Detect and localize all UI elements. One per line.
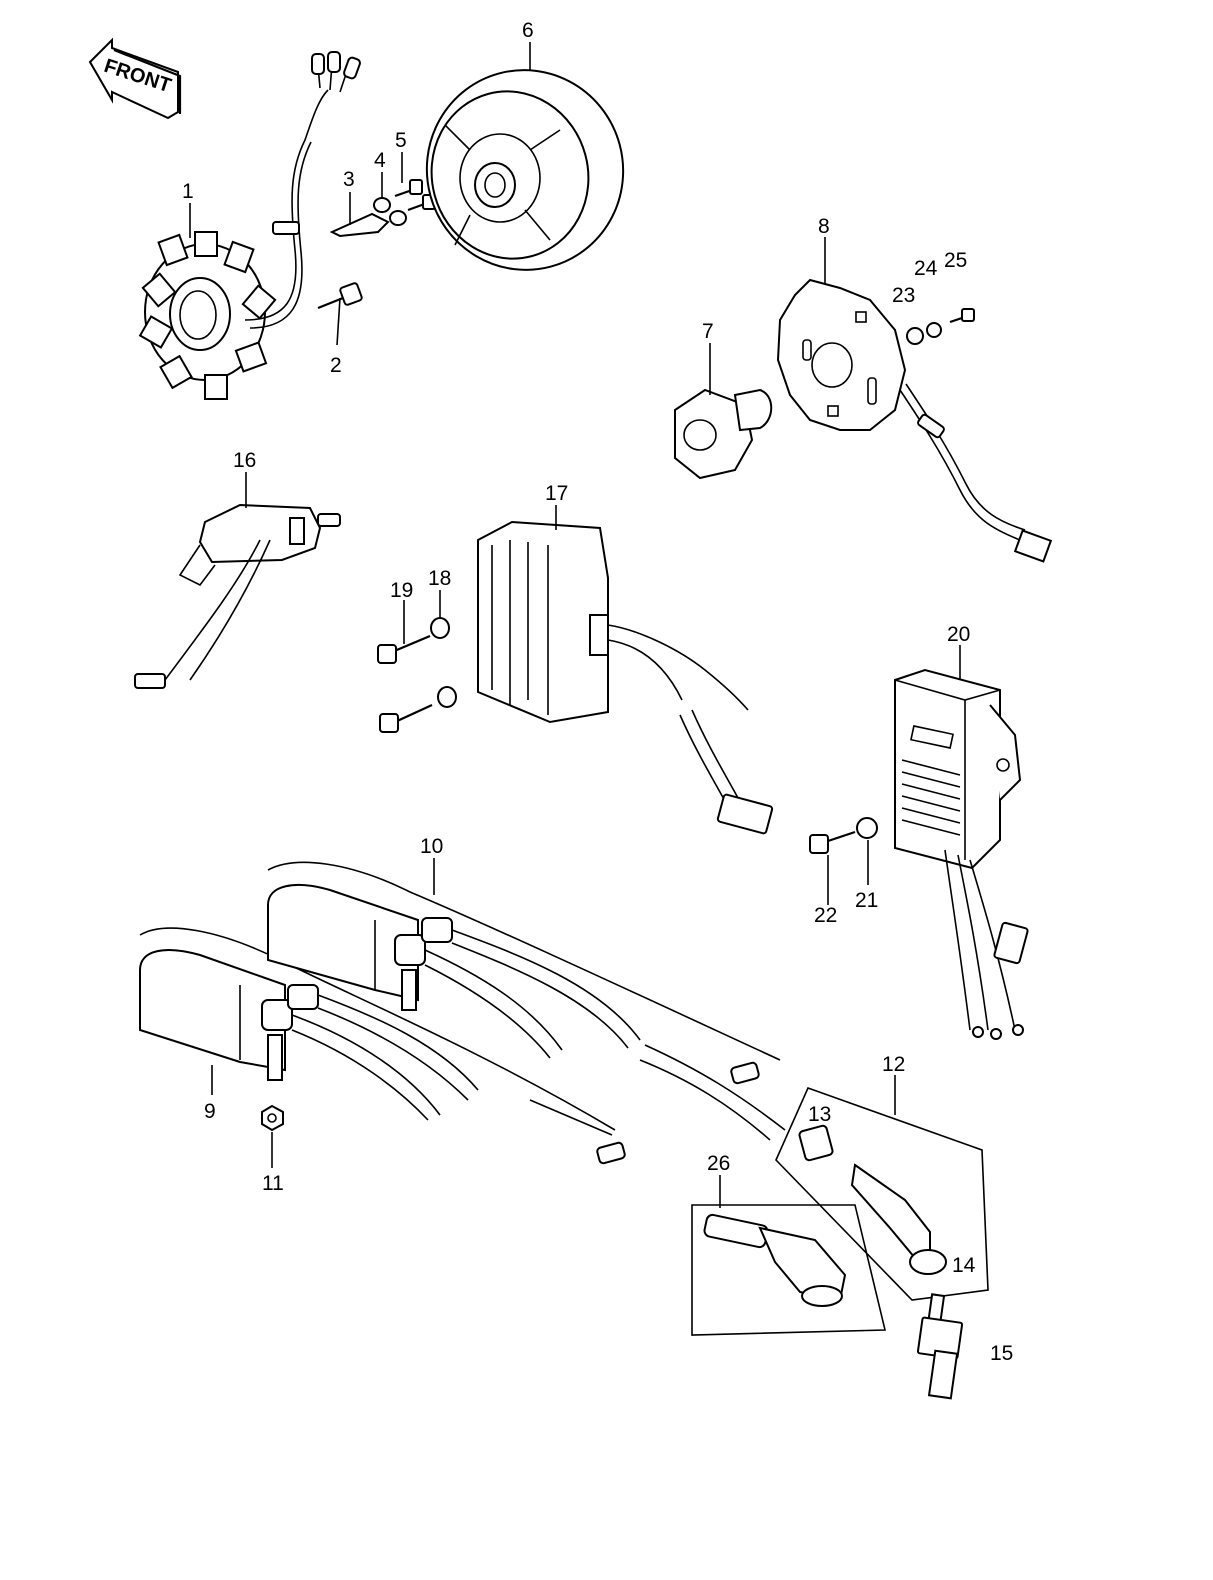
holder-3 xyxy=(329,212,390,238)
callout-22: 22 xyxy=(814,904,837,927)
screw-2 xyxy=(317,282,363,310)
callout-6: 6 xyxy=(522,19,534,42)
callout-15: 15 xyxy=(990,1342,1013,1365)
callout-13: 13 xyxy=(808,1103,831,1126)
callout-7: 7 xyxy=(702,320,714,343)
callout-9: 9 xyxy=(204,1100,216,1123)
plug-cap-set-12 xyxy=(775,1086,989,1301)
plug-cap-26 xyxy=(691,1204,887,1336)
washer-23 xyxy=(906,327,924,345)
front-arrow: FRONT xyxy=(88,37,182,120)
pickup-plate xyxy=(776,278,1053,563)
igniter xyxy=(894,668,1029,1040)
callout-12: 12 xyxy=(882,1053,905,1076)
leader-lines xyxy=(189,42,961,1208)
screw-25 xyxy=(949,308,975,324)
callout-19: 19 xyxy=(390,579,413,602)
callout-14: 14 xyxy=(952,1254,976,1277)
callout-4: 4 xyxy=(374,149,386,172)
stator xyxy=(138,51,361,400)
callout-16: 16 xyxy=(233,449,256,472)
callout-1: 1 xyxy=(182,180,194,203)
callout-10: 10 xyxy=(420,835,443,858)
washer-21 xyxy=(856,817,878,839)
unit-16 xyxy=(134,503,341,689)
rotor xyxy=(425,69,625,271)
nut-11 xyxy=(261,1104,284,1132)
washer-18 xyxy=(430,617,457,708)
ignition-coil-10 xyxy=(267,861,786,1141)
washers-4 xyxy=(373,197,407,226)
washer-24 xyxy=(926,322,942,338)
callout-5: 5 xyxy=(395,129,407,152)
callouts: 1 2 3 4 5 6 7 8 9 10 11 12 13 14 15 16 1… xyxy=(182,19,1013,1365)
callout-17: 17 xyxy=(545,482,568,505)
callout-26: 26 xyxy=(707,1152,730,1175)
callout-2: 2 xyxy=(330,354,342,377)
callout-8: 8 xyxy=(818,215,830,238)
callout-21: 21 xyxy=(855,889,878,912)
callout-11: 11 xyxy=(262,1172,284,1195)
callout-18: 18 xyxy=(428,567,451,590)
callout-24: 24 xyxy=(914,257,938,280)
callout-3: 3 xyxy=(343,168,355,191)
regulator xyxy=(477,520,774,835)
ignition-coil-9 xyxy=(139,927,626,1165)
spark-plug xyxy=(916,1293,964,1400)
bolt-22 xyxy=(809,830,856,854)
callout-23: 23 xyxy=(892,284,915,307)
bolt-19 xyxy=(377,634,433,733)
timing-rotor xyxy=(674,388,773,480)
callout-20: 20 xyxy=(947,623,970,646)
callout-25: 25 xyxy=(944,249,967,272)
